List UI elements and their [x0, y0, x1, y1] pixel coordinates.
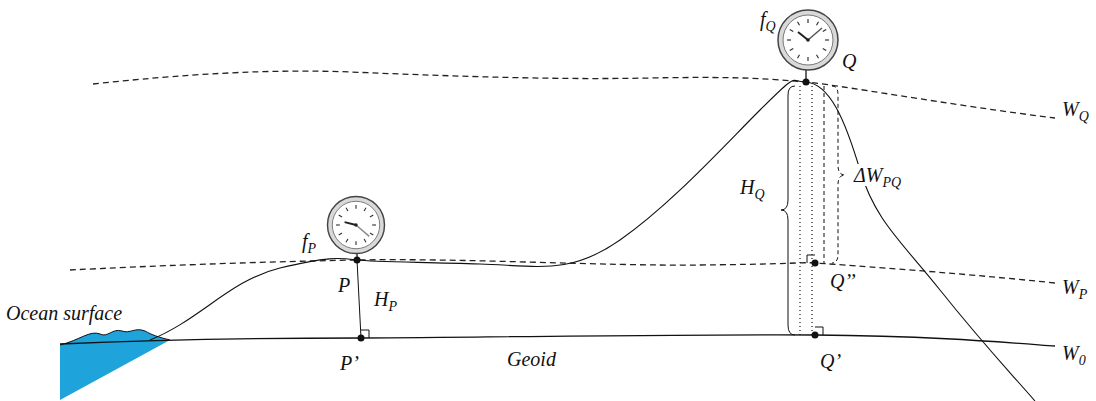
- label-main: H: [740, 176, 754, 198]
- label-main: W: [1062, 276, 1079, 298]
- label-main: Q’’: [830, 270, 856, 292]
- label-main: Ocean surface: [6, 302, 122, 324]
- potential-label: WP: [1060, 276, 1089, 298]
- label-main: Q: [842, 50, 856, 72]
- label-main: Q’: [820, 350, 841, 372]
- point: [812, 260, 819, 267]
- label-main: H: [374, 288, 388, 310]
- brace-dwpq: [832, 86, 845, 263]
- potential-difference-label: ΔWPQ: [852, 164, 903, 186]
- label-subscript: P: [388, 299, 397, 314]
- label-main: f: [302, 230, 308, 252]
- point: [358, 335, 365, 342]
- label-main: W: [1062, 342, 1079, 364]
- point-label: Q’’: [828, 270, 858, 292]
- point: [803, 79, 810, 86]
- potential-label: W0: [1060, 342, 1088, 364]
- dotted-line: [799, 86, 800, 335]
- height-label: HQ: [738, 176, 767, 198]
- terrain-line: [150, 80, 1035, 401]
- height-line-p: [357, 260, 361, 338]
- label-main: P’: [340, 352, 359, 374]
- height-label: HP: [372, 288, 399, 310]
- label-subscript: P: [1079, 287, 1088, 302]
- dotted-line: [811, 86, 812, 335]
- equipotential-wp: [70, 260, 1055, 283]
- point-label: Q: [840, 50, 858, 72]
- equipotential-wq: [93, 71, 1055, 118]
- symbol-label: fP: [300, 230, 318, 252]
- brace-hq: [781, 86, 795, 335]
- symbol-label: fQ: [758, 8, 778, 30]
- label-main: ΔW: [854, 164, 882, 186]
- label-subscript: 0: [1079, 353, 1086, 368]
- dashed-line: [824, 86, 825, 263]
- point: [354, 257, 361, 264]
- label-main: Geoid: [507, 348, 556, 370]
- label-subscript: P: [308, 241, 317, 256]
- geoid-label: Geoid: [505, 348, 558, 370]
- label-main: P: [338, 274, 350, 296]
- point-label: P’: [338, 352, 361, 374]
- label-subscript: Q: [1079, 109, 1089, 124]
- clock-p: [328, 197, 385, 254]
- point: [812, 332, 819, 339]
- label-subscript: PQ: [882, 175, 901, 190]
- label-main: W: [1062, 98, 1079, 120]
- clock-q: [778, 10, 838, 70]
- label-subscript: Q: [766, 19, 776, 34]
- ocean-label: Ocean surface: [4, 302, 124, 324]
- label-subscript: Q: [754, 187, 764, 202]
- label-main: f: [760, 8, 766, 30]
- potential-label: WQ: [1060, 98, 1091, 120]
- point-label: Q’: [818, 350, 843, 372]
- point-label: P: [336, 274, 352, 296]
- geoid-line: [60, 335, 1055, 346]
